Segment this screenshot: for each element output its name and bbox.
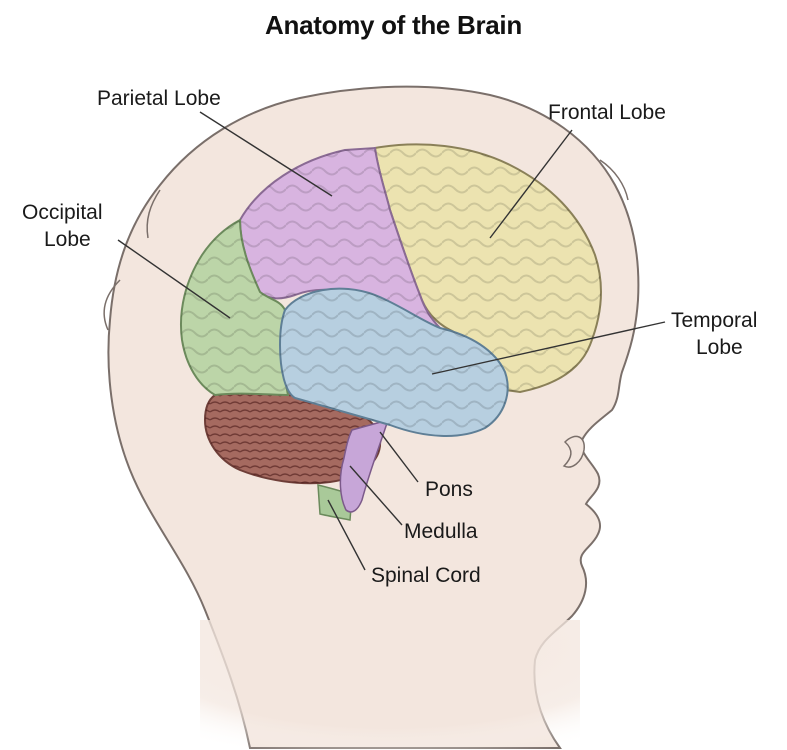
label-occipital-line2: Lobe — [22, 226, 103, 253]
label-medulla-text: Medulla — [404, 518, 478, 545]
label-parietal-text: Parietal Lobe — [97, 85, 221, 112]
label-spinal-cord-text: Spinal Cord — [371, 562, 481, 589]
label-frontal-text: Frontal Lobe — [548, 99, 666, 126]
label-parietal-lobe: Parietal Lobe — [97, 85, 221, 112]
label-pons: Pons — [425, 476, 473, 503]
label-temporal-line2: Lobe — [671, 334, 757, 361]
label-temporal-lobe: Temporal Lobe — [671, 307, 757, 361]
label-pons-text: Pons — [425, 476, 473, 503]
label-spinal-cord: Spinal Cord — [371, 562, 481, 589]
label-temporal-line1: Temporal — [671, 307, 757, 334]
label-medulla: Medulla — [404, 518, 478, 545]
label-occipital-line1: Occipital — [22, 199, 103, 226]
neck-fade — [200, 620, 580, 750]
label-occipital-lobe: Occipital Lobe — [22, 199, 103, 253]
diagram-title: Anatomy of the Brain — [0, 10, 787, 41]
label-frontal-lobe: Frontal Lobe — [548, 99, 666, 126]
